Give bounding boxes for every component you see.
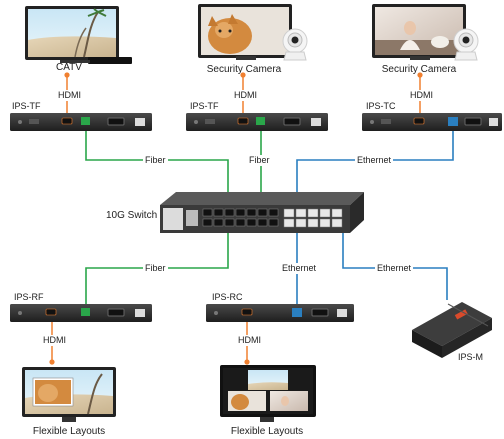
ethernet-label-bottom-2: Ethernet bbox=[375, 263, 414, 274]
ips-m-label: IPS-M bbox=[458, 352, 484, 362]
fiber-label-top-2: Fiber bbox=[247, 155, 272, 166]
ips-tf-1-label: IPS-TF bbox=[12, 101, 41, 111]
ips-tf-2-label: IPS-TF bbox=[190, 101, 219, 111]
security-camera-1-label: Security Camera bbox=[206, 64, 282, 75]
fiber-label-bottom: Fiber bbox=[143, 263, 168, 274]
hdmi-label-bottom-2: HDMI bbox=[236, 335, 263, 346]
hdmi-label-bottom-1: HDMI bbox=[41, 335, 68, 346]
ips-tc-label: IPS-TC bbox=[366, 101, 396, 111]
hdmi-label-top-3: HDMI bbox=[408, 90, 435, 101]
fiber-label-top-1: Fiber bbox=[143, 155, 168, 166]
ips-rc-device bbox=[206, 304, 354, 322]
ips-tf-device-1 bbox=[10, 113, 152, 131]
ips-tc-device bbox=[362, 113, 502, 131]
flexible-layout-display-1 bbox=[22, 367, 116, 422]
catv-label: CATV bbox=[56, 62, 82, 73]
hdmi-label-top-2: HDMI bbox=[232, 90, 259, 101]
hdmi-label-top-1: HDMI bbox=[56, 90, 83, 101]
ethernet-label-bottom-1: Ethernet bbox=[280, 263, 319, 274]
security-camera-2-label: Security Camera bbox=[381, 64, 457, 75]
ips-rf-label: IPS-RF bbox=[14, 292, 44, 302]
switch-10g-icon bbox=[160, 192, 364, 233]
ethernet-label-top: Ethernet bbox=[355, 155, 394, 166]
flexible-layout-display-2 bbox=[220, 365, 316, 422]
switch-label: 10G Switch bbox=[106, 210, 158, 221]
security-camera-tv-1-icon bbox=[198, 4, 308, 61]
ips-m-device bbox=[412, 302, 492, 358]
security-camera-tv-2-icon bbox=[372, 4, 479, 61]
ips-tf-device-2 bbox=[186, 113, 328, 131]
ips-rc-label: IPS-RC bbox=[212, 292, 243, 302]
ips-rf-device bbox=[10, 304, 152, 322]
catv-tv-icon bbox=[25, 6, 132, 64]
flexible-layouts-label-2: Flexible Layouts bbox=[230, 426, 304, 437]
flexible-layouts-label-1: Flexible Layouts bbox=[32, 426, 106, 437]
